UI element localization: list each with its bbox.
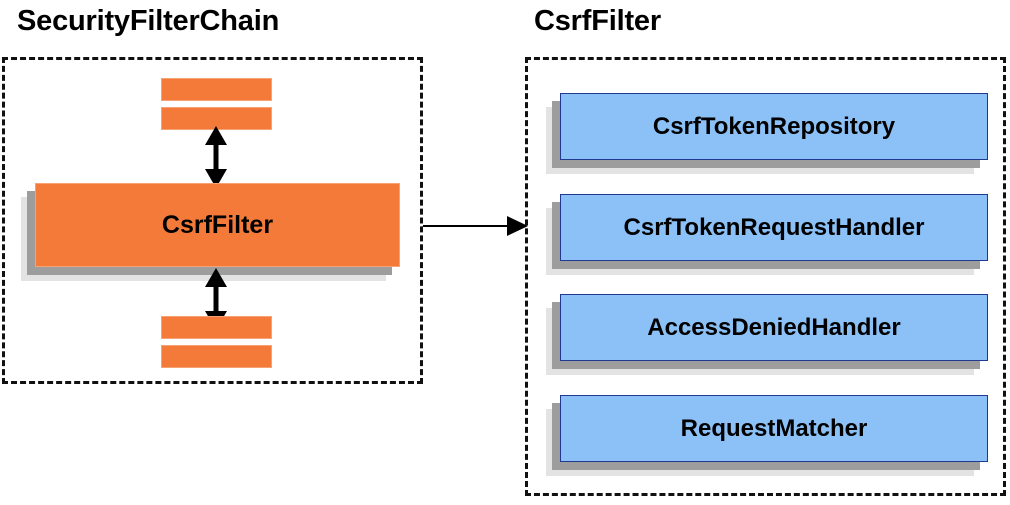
security-filter-chain-group [2,57,423,384]
csrf-filter-block-label: CsrfFilter [35,183,400,267]
request-matcher-block[interactable]: RequestMatcher [546,395,988,476]
request-matcher-label: RequestMatcher [560,395,988,462]
filter-stripe-top-1[interactable] [161,78,272,101]
access-denied-handler-label: AccessDeniedHandler [560,294,988,361]
csrf-filter-block[interactable]: CsrfFilter [21,183,400,281]
csrf-token-repository-block[interactable]: CsrfTokenRepository [546,93,988,174]
csrf-token-repository-label: CsrfTokenRepository [560,93,988,160]
filter-chain-up-arrow [205,126,227,188]
filter-stripe-bottom-1[interactable] [161,316,272,339]
csrf-filter-group [525,57,1006,496]
csrf-token-request-handler-label: CsrfTokenRequestHandler [560,194,988,261]
right-panel-title: CsrfFilter [534,5,661,37]
csrf-token-request-handler-block[interactable]: CsrfTokenRequestHandler [546,194,988,275]
panel-link-arrow [423,216,528,236]
access-denied-handler-block[interactable]: AccessDeniedHandler [546,294,988,375]
filter-stripe-bottom-2[interactable] [161,345,272,368]
left-panel-title: SecurityFilterChain [17,5,280,37]
